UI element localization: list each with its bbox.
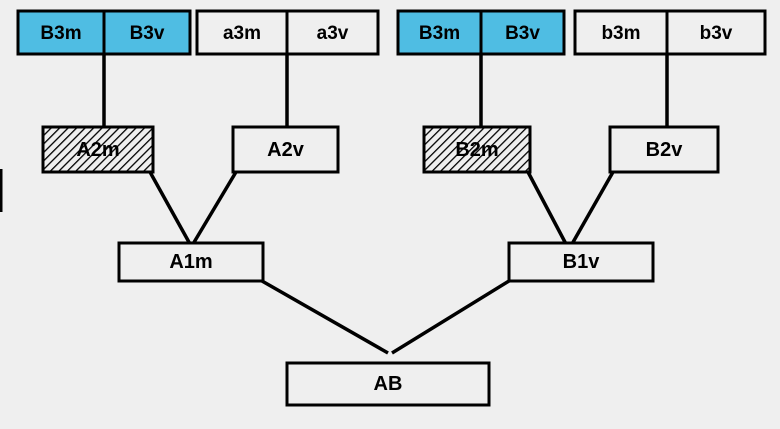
cell-b3v-b[interactable]	[479, 9, 566, 56]
connector-layer	[102, 54, 669, 355]
cell-b3m-a[interactable]	[16, 9, 106, 56]
node-a1m[interactable]	[117, 241, 265, 283]
connector-b2v-to-b1v	[570, 171, 615, 245]
generation-3-row: B3m B3v a3m a3v B3m B3v b3m	[16, 9, 767, 56]
cell-b3v-a[interactable]	[102, 9, 192, 56]
connector-a1m-to-ab	[261, 279, 389, 355]
connector-b1v-to-ab	[391, 279, 510, 355]
cell-b3m-lower[interactable]	[573, 9, 669, 56]
cell-a3v[interactable]	[285, 9, 380, 56]
node-b2m[interactable]	[422, 125, 532, 174]
node-a2m[interactable]	[41, 125, 155, 174]
generation-2-row: A2m A2v B2m B2v	[41, 125, 720, 174]
group-a-maternal: B3m B3v	[16, 9, 192, 56]
connector-a2m-to-a1m	[148, 171, 192, 245]
cell-b3v-lower[interactable]	[665, 9, 767, 56]
generation-0-row: AB	[285, 361, 491, 407]
generation-1-row: A1m B1v	[117, 241, 655, 283]
connector-a2v-to-a1m	[191, 171, 238, 245]
node-b1v[interactable]	[507, 241, 655, 283]
node-a2v[interactable]	[231, 125, 340, 174]
cell-a3m[interactable]	[195, 9, 289, 56]
group-a-paternal: a3m a3v	[195, 9, 380, 56]
cell-b3m-b[interactable]	[396, 9, 483, 56]
group-b-maternal: B3m B3v	[396, 9, 566, 56]
node-b2v[interactable]	[608, 125, 720, 174]
node-ab[interactable]	[285, 361, 491, 407]
group-b-paternal: b3m b3v	[573, 9, 767, 56]
connector-b2m-to-b1v	[526, 171, 568, 245]
